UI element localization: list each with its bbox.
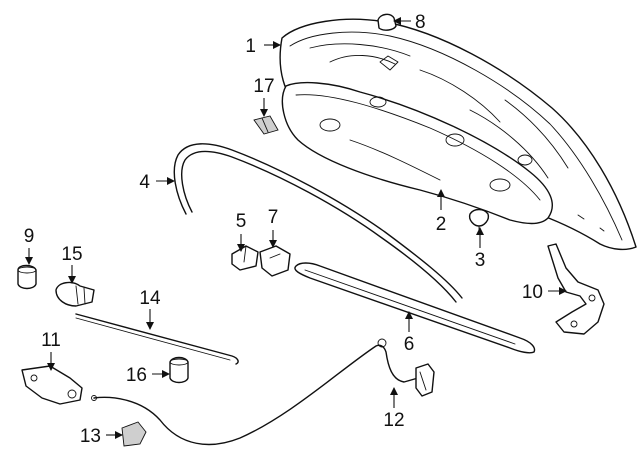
hood-support-rod xyxy=(75,313,239,365)
bumper-stop-9 xyxy=(17,264,37,290)
callout-labels: 1 2 3 4 5 6 7 8 9 10 11 12 13 14 15 16 1… xyxy=(24,12,543,447)
bumper-8 xyxy=(377,13,397,31)
callout-14: 14 xyxy=(139,288,161,309)
callout-1: 1 xyxy=(245,36,256,57)
hood-weatherstrip-seal xyxy=(173,143,463,303)
callout-13: 13 xyxy=(80,426,101,447)
release-cable xyxy=(91,338,419,446)
callout-16: 16 xyxy=(126,365,147,386)
hood-hinge-10 xyxy=(547,243,605,335)
latch-release-12 xyxy=(415,363,435,397)
callout-2: 2 xyxy=(436,214,447,235)
hood-latch-11 xyxy=(21,365,83,405)
hood-bracket-5 xyxy=(231,245,259,271)
callout-10: 10 xyxy=(522,282,543,303)
clip-17 xyxy=(253,115,279,135)
hood-bumper-pad xyxy=(468,208,490,231)
hood-seal-strip xyxy=(294,262,536,354)
callout-9: 9 xyxy=(24,226,35,247)
callout-7: 7 xyxy=(268,207,279,228)
clip-13 xyxy=(121,421,147,447)
callout-8: 8 xyxy=(415,12,426,33)
callout-3: 3 xyxy=(475,250,486,271)
callout-15: 15 xyxy=(61,244,82,265)
callout-6: 6 xyxy=(404,334,415,355)
callout-4: 4 xyxy=(139,172,150,193)
bumper-16 xyxy=(169,356,189,384)
hood-insulator xyxy=(281,81,553,225)
callout-11: 11 xyxy=(41,330,61,351)
release-handle-15 xyxy=(55,281,95,307)
latch-bracket-7 xyxy=(259,245,291,277)
callout-17: 17 xyxy=(253,76,274,97)
leader-lines xyxy=(25,17,567,439)
callout-12: 12 xyxy=(383,410,404,431)
callout-5: 5 xyxy=(236,211,247,232)
